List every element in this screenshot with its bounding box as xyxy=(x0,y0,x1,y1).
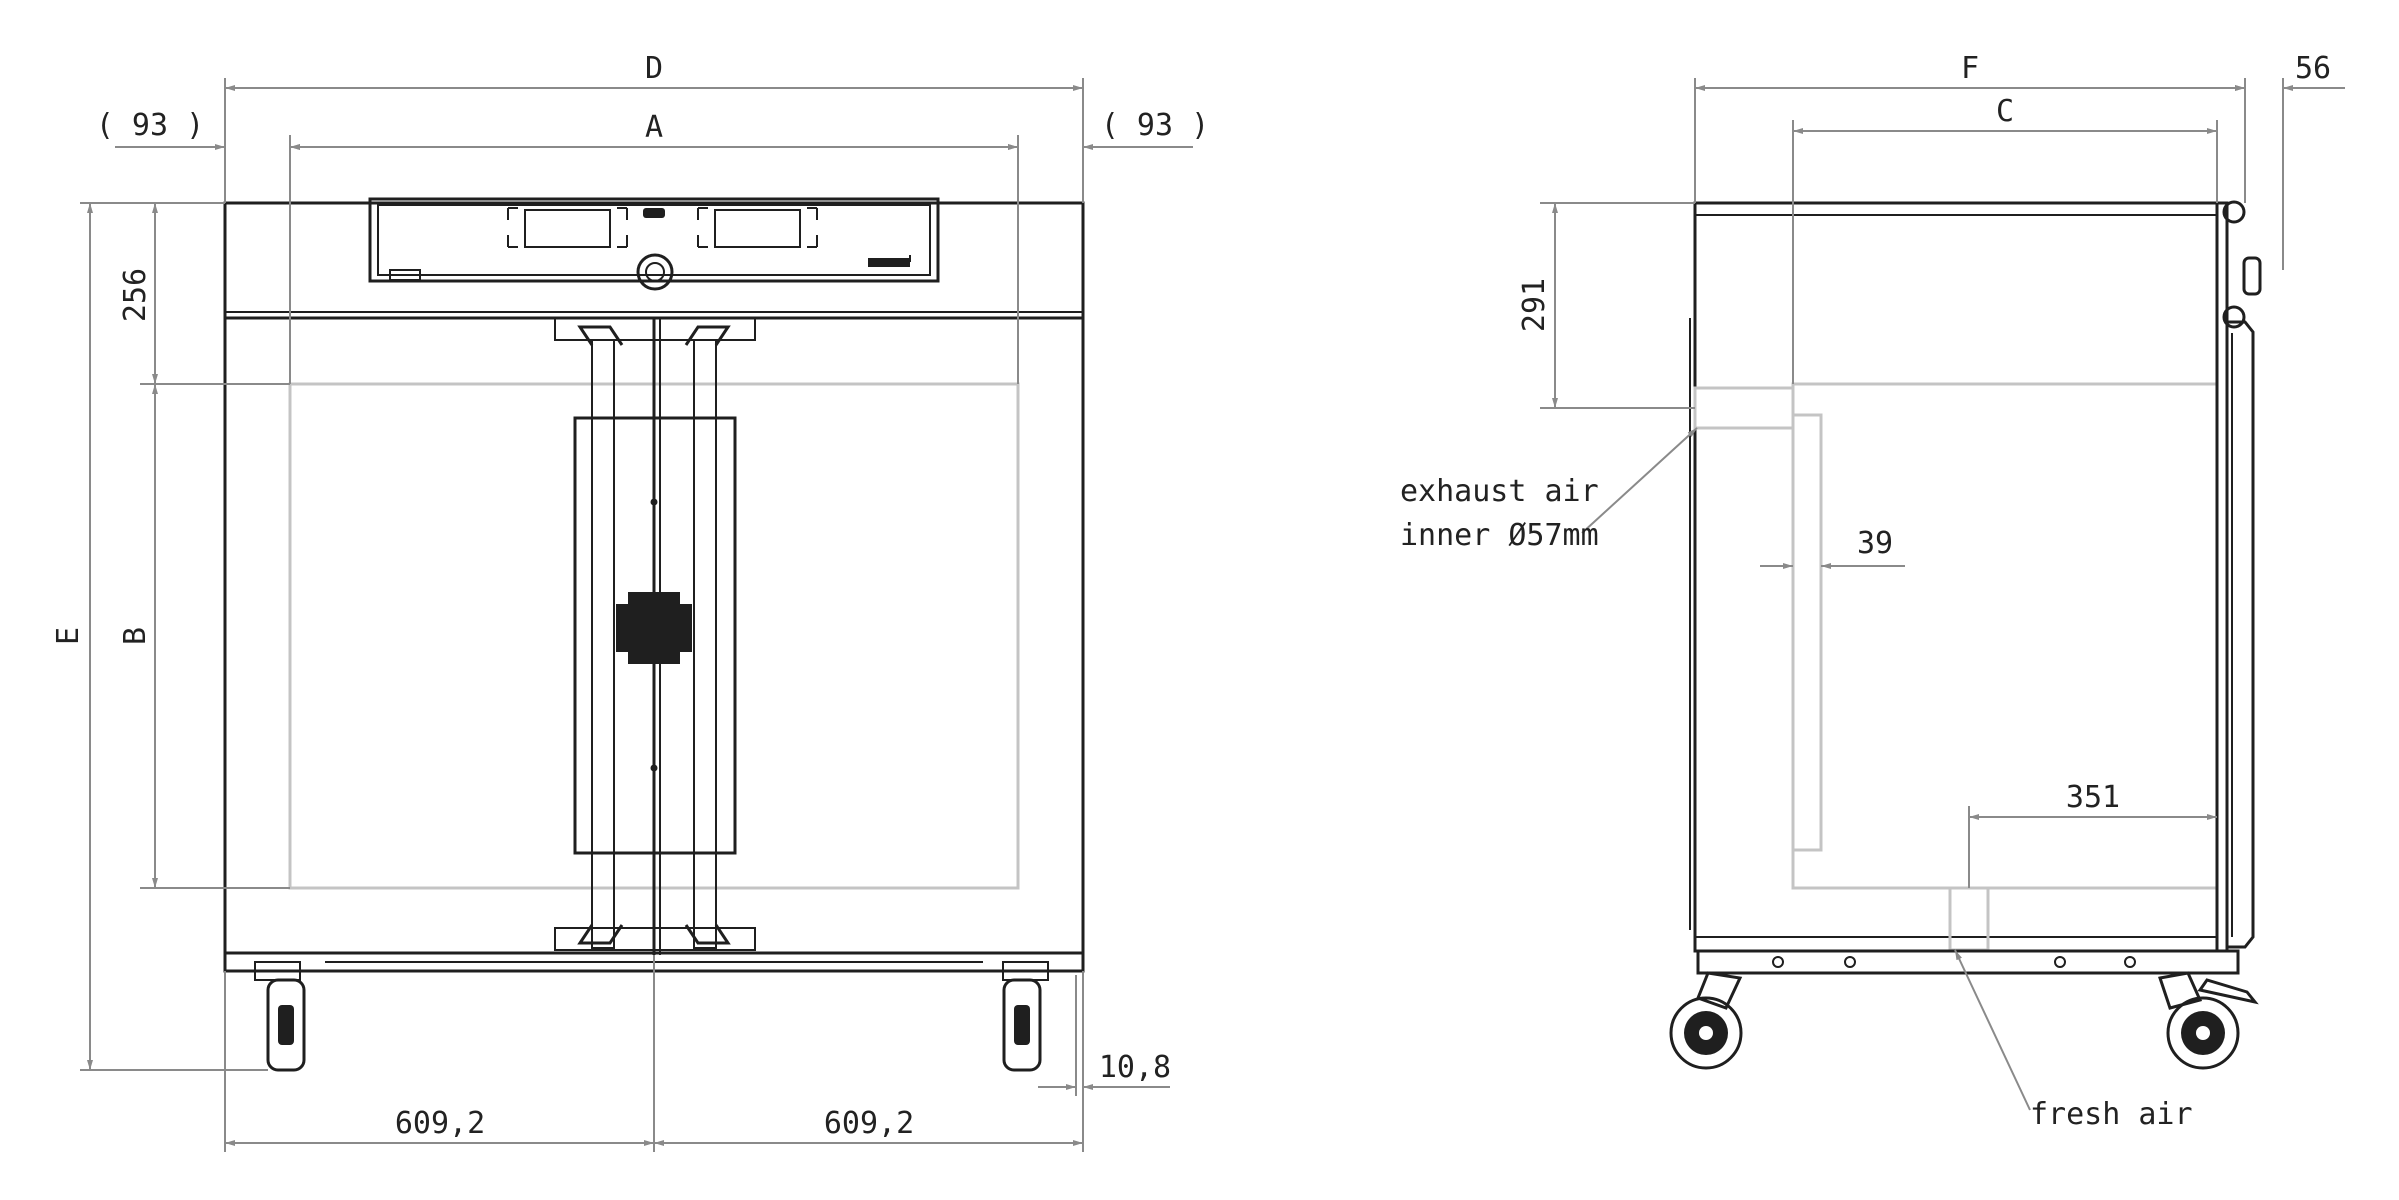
dim-label-left-93: ( 93 ) xyxy=(96,108,204,143)
side-door xyxy=(2215,200,2262,953)
side-caster-right xyxy=(2166,996,2240,1070)
door-handles xyxy=(554,317,756,955)
dim-label-39: 39 xyxy=(1857,526,1893,561)
label-exhaust-air: exhaust air xyxy=(1400,474,1599,509)
front-caster-right xyxy=(1002,978,1042,1072)
dim-label-E: E xyxy=(51,627,86,645)
dim-label-10-8: 10,8 xyxy=(1099,1050,1171,1085)
dim-label-609-left: 609,2 xyxy=(395,1106,485,1141)
side-cabinet-outline xyxy=(1693,201,2219,953)
side-inner-chamber xyxy=(1791,382,2219,890)
dim-label-56: 56 xyxy=(2295,51,2331,86)
exhaust-duct xyxy=(1693,386,1795,430)
control-knob xyxy=(636,253,674,291)
door-lock-graphic xyxy=(616,592,692,664)
dim-label-609-right: 609,2 xyxy=(824,1106,914,1141)
control-panel xyxy=(368,197,940,291)
label-fresh-air: fresh air xyxy=(2030,1097,2193,1132)
dim-label-C: C xyxy=(1996,94,2014,129)
front-caster-left xyxy=(266,978,306,1072)
front-view: D A ( 93 ) ( 93 ) 256 B E 609,2 609,2 xyxy=(51,51,1209,1152)
side-view: F 56 C 291 39 351 exhaust air inner Ø57m… xyxy=(1400,51,2345,1132)
label-exhaust-inner: inner Ø57mm xyxy=(1400,518,1599,553)
left-display xyxy=(524,209,611,248)
side-base xyxy=(1669,949,2259,1070)
dim-label-D: D xyxy=(645,51,663,86)
right-display xyxy=(714,209,801,248)
dim-label-F: F xyxy=(1961,51,1979,86)
dim-label-291: 291 xyxy=(1517,278,1552,332)
dim-label-A: A xyxy=(645,110,663,145)
fresh-air-duct xyxy=(1948,886,1990,952)
dim-label-256: 256 xyxy=(118,268,153,322)
side-caster-left xyxy=(1669,996,1743,1070)
dim-label-B: B xyxy=(118,627,153,645)
dim-label-351: 351 xyxy=(2066,780,2120,815)
dim-label-right-93: ( 93 ) xyxy=(1101,108,1209,143)
